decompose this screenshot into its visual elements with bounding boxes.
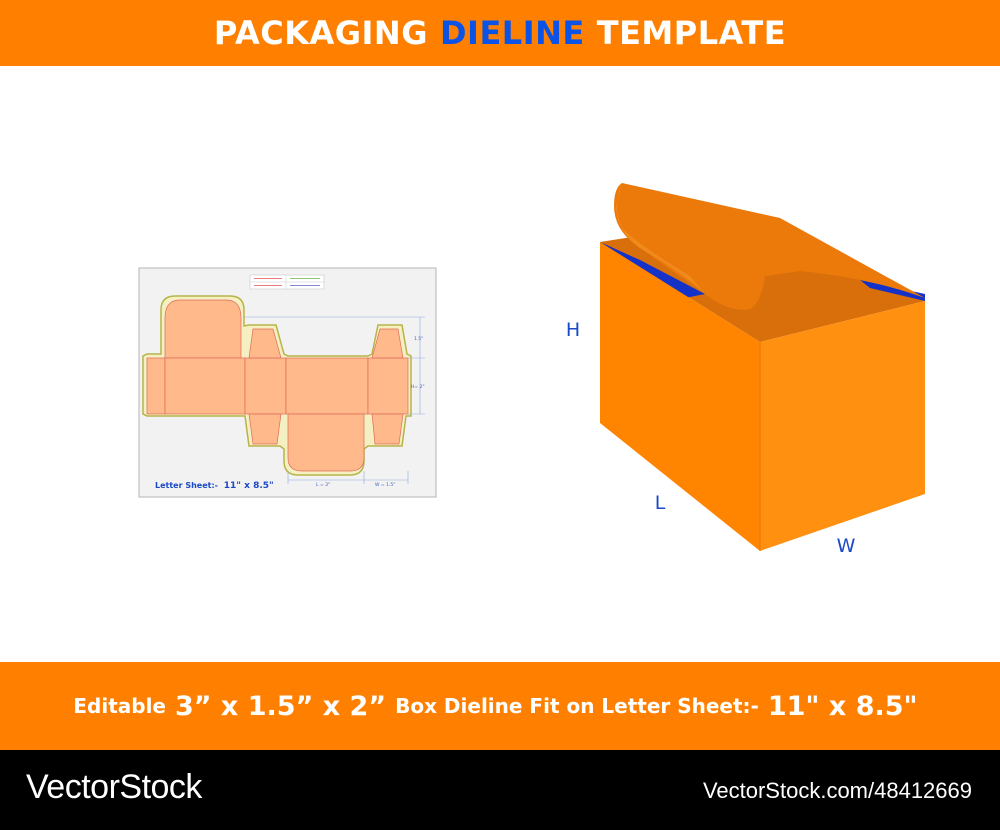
title-part1: PACKAGING [213,14,428,52]
illustration-svg: 1.5" H= 2" L = 3" W = 1.5" Letter Sheet:… [138,183,925,557]
dieline-legend [249,274,325,290]
box-inside-edge-blue-2 [860,280,925,301]
box-label-h: H [566,319,580,341]
dieline-sheet-label-prefix: Letter Sheet:- [155,481,218,490]
caption-sheet: 11" x 8.5" [767,690,918,722]
footer-url[interactable]: VectorStock.com/48412669 [702,778,972,803]
title-banner: PACKAGING DIELINE TEMPLATE [0,0,1000,66]
dieline-dimension-lines [244,316,425,484]
illustration-area: 1.5" H= 2" L = 3" W = 1.5" Letter Sheet:… [0,66,1000,662]
box-side-face [760,301,925,551]
dieline-dim-width: W = 1.5" [375,482,395,488]
caption-prefix: Editable [73,694,166,718]
dieline-dim-height: H= 2" [411,384,425,390]
box-label-w: W [837,535,856,557]
dieline-sheet-label: Letter Sheet:- 11" x 8.5" [155,481,274,491]
box-front-face [600,242,760,551]
caption-dimensions: 3” x 1.5” x 2” [175,690,387,722]
box-lid-curl [616,183,705,294]
footer-bar: VectorStock VectorStock.com/48412669 [0,750,1000,830]
dieline-dim-top: 1.5" [414,336,423,342]
title-accent: DIELINE [439,14,585,52]
caption-middle: Box Dieline Fit on Letter Sheet:- [395,694,759,718]
dieline-panels [146,299,409,472]
dieline-sheet-label-size: 11" x 8.5" [224,481,274,491]
box-inside-edge-blue [600,242,705,299]
footer-brand-logo[interactable]: VectorStock [26,768,202,806]
dieline-sheet: 1.5" H= 2" L = 3" W = 1.5" Letter Sheet:… [138,267,437,498]
box-3d: H L W [566,183,925,557]
dieline-dim-length: L = 3" [316,482,330,488]
box-label-l: L [655,492,666,514]
caption-banner: Editable 3” x 1.5” x 2” Box Dieline Fit … [0,662,1000,750]
title-part2: TEMPLATE [596,14,787,52]
